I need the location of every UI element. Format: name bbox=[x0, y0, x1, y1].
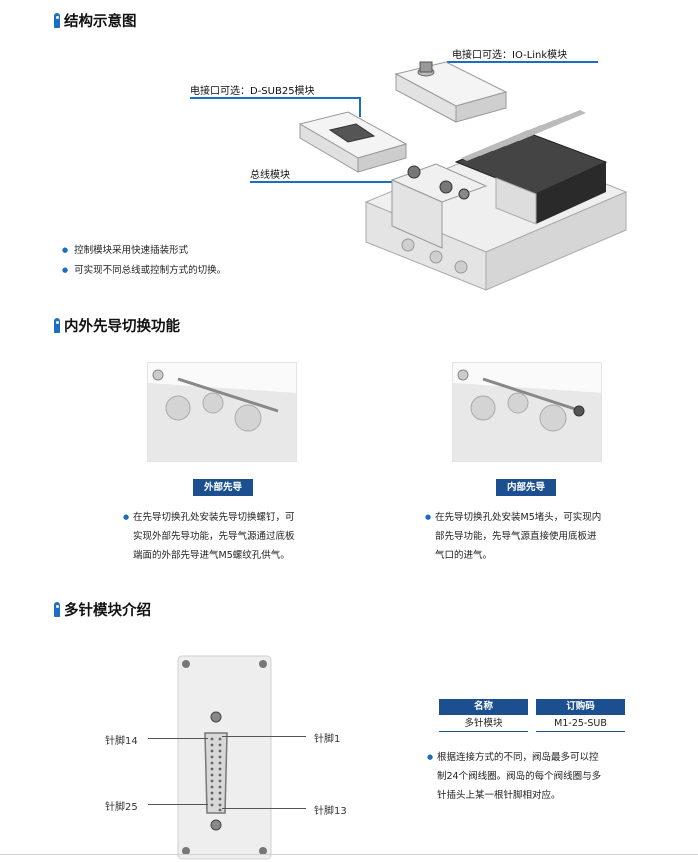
internal-pilot-desc: ● 在先导切换孔处安装M5堵头，可实现内 部先导功能，先导气源直接使用底板进 气… bbox=[425, 508, 635, 565]
multipin-desc-line: 针插头上某一根针脚相对应。 bbox=[437, 790, 561, 801]
pin13-label: 针脚13 bbox=[314, 806, 347, 817]
section-title-structure: 结构示意图 bbox=[54, 10, 137, 31]
pin14-line bbox=[148, 738, 208, 739]
table-cell-name: 多针模块 bbox=[439, 716, 528, 732]
pin14-label: 针脚14 bbox=[105, 736, 138, 747]
pin25-label: 针脚25 bbox=[105, 802, 138, 813]
pin13-line bbox=[222, 808, 306, 809]
callout-iolink: 电接口可选：IO-Link模块 bbox=[452, 50, 568, 61]
iolink-module-icon bbox=[394, 61, 508, 123]
bus-module-icon bbox=[390, 163, 488, 249]
internal-pilot-photo bbox=[452, 362, 602, 462]
external-pilot-badge: 外部先导 bbox=[193, 479, 253, 496]
dsub-module-icon bbox=[298, 111, 408, 173]
table-header-name: 名称 bbox=[439, 699, 528, 715]
section-marker-icon bbox=[54, 602, 60, 617]
section-title-text: 内外先导切换功能 bbox=[64, 319, 180, 335]
multipin-desc-line: 根据连接方式的不同，阀岛最多可以控 bbox=[437, 752, 599, 763]
external-desc-line: 实现外部先导功能，先导气源通过底板 bbox=[133, 531, 295, 542]
section-title-text: 多针模块介绍 bbox=[64, 603, 151, 619]
valve-island-illustration bbox=[298, 61, 628, 291]
external-pilot-photo bbox=[147, 362, 297, 462]
callout-line-iolink bbox=[448, 61, 598, 63]
table-header-code: 订购码 bbox=[536, 699, 625, 715]
external-desc-line: 端面的外部先导进气M5螺纹孔供气。 bbox=[133, 550, 290, 561]
section-title-pilot: 内外先导切换功能 bbox=[54, 315, 180, 336]
callout-bus: 总线模块 bbox=[250, 170, 290, 181]
callout-dsub: 电接口可选：D-SUB25模块 bbox=[190, 86, 315, 97]
table-cell-code: M1-25-SUB bbox=[536, 716, 625, 732]
section-marker-icon bbox=[54, 13, 60, 28]
pin1-line bbox=[222, 736, 306, 737]
bullet-dot-icon: ● bbox=[427, 753, 434, 761]
internal-desc-line: 部先导功能，先导气源直接使用底板进 bbox=[435, 531, 597, 542]
bullet-dot-icon: ● bbox=[123, 513, 130, 521]
valve-stack-icon bbox=[454, 110, 608, 225]
section-marker-icon bbox=[54, 318, 60, 333]
multipin-desc: ● 根据连接方式的不同，阀岛最多可以控 制24个阀线圈。阀岛的每个阀线圈与多 针… bbox=[427, 748, 642, 805]
external-pilot-desc: ● 在先导切换孔处安装先导切换螺钉，可 实现外部先导功能，先导气源通过底板 端面… bbox=[123, 508, 333, 565]
pin1-label: 针脚1 bbox=[314, 734, 341, 745]
bottom-divider bbox=[0, 854, 698, 855]
pin25-line bbox=[148, 804, 208, 805]
section-title-multipin: 多针模块介绍 bbox=[54, 599, 151, 620]
structure-bullet-2: 可实现不同总线或控制方式的切换。 bbox=[62, 262, 226, 276]
external-pilot-illustration bbox=[148, 363, 296, 461]
callout-line-dsub bbox=[190, 97, 360, 99]
callout-line-bus bbox=[250, 181, 410, 183]
callout-leader-dsub bbox=[359, 97, 361, 117]
internal-pilot-badge: 内部先导 bbox=[496, 479, 556, 496]
external-desc-line: 在先导切换孔处安装先导切换螺钉，可 bbox=[133, 512, 295, 523]
internal-desc-line: 气口的进气。 bbox=[435, 550, 493, 561]
internal-desc-line: 在先导切换孔处安装M5堵头，可实现内 bbox=[435, 512, 602, 523]
bullet-dot-icon: ● bbox=[425, 513, 432, 521]
section-title-text: 结构示意图 bbox=[64, 14, 137, 30]
multipin-desc-line: 制24个阀线圈。阀岛的每个阀线圈与多 bbox=[437, 771, 602, 782]
structure-bullet-1: 控制模块采用快速插装形式 bbox=[62, 242, 188, 256]
multipin-module-illustration bbox=[177, 655, 272, 860]
internal-pilot-illustration bbox=[453, 363, 601, 461]
